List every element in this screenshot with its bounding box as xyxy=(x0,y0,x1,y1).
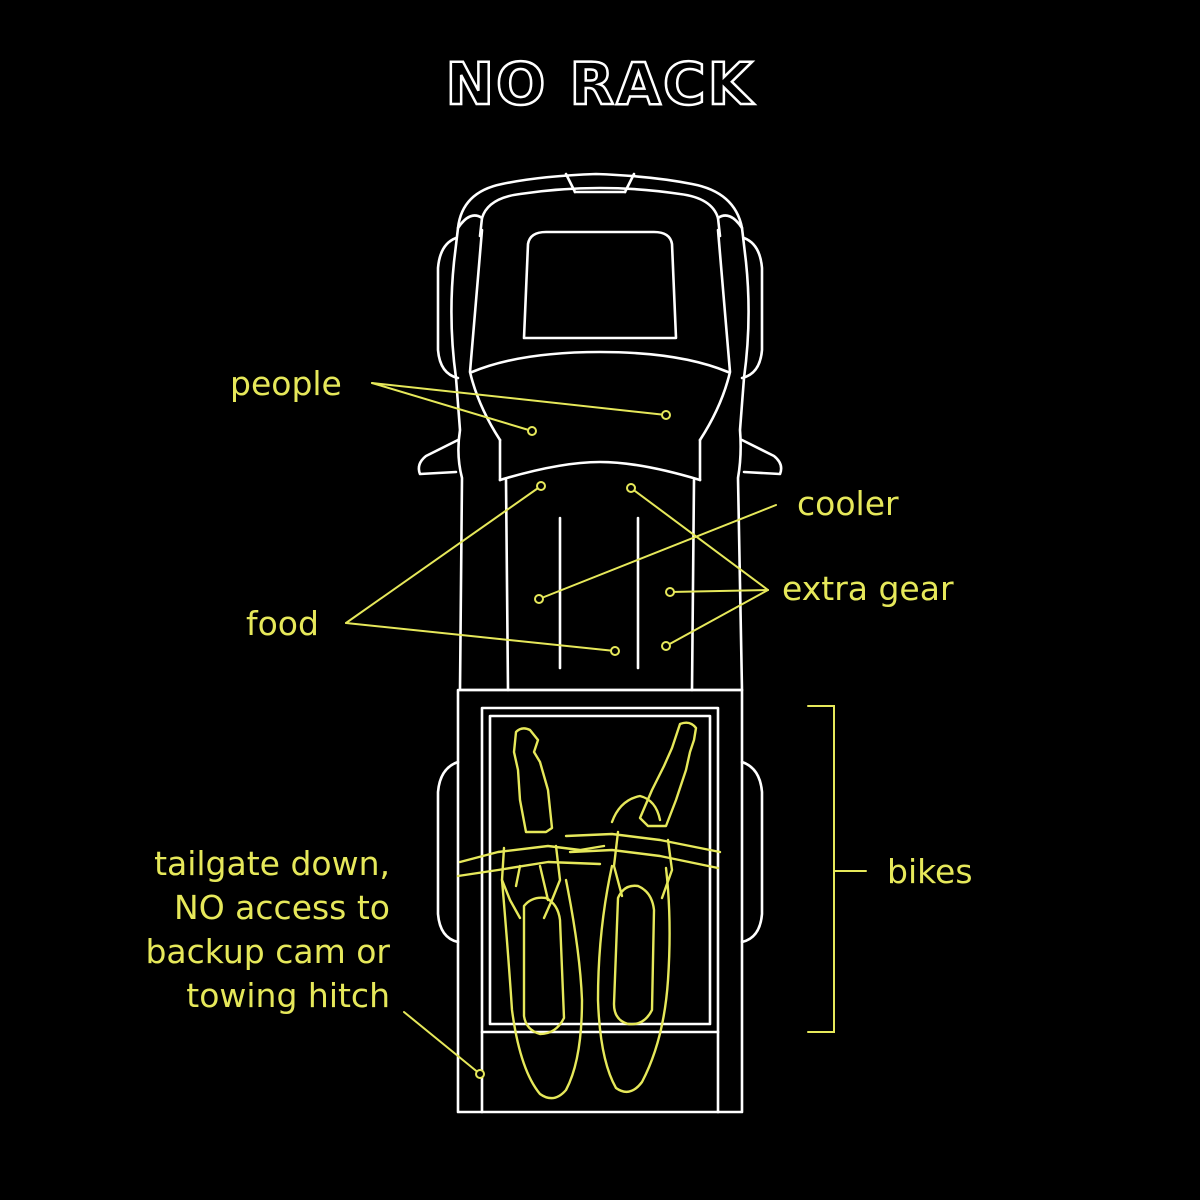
bike-left-forks xyxy=(500,844,562,920)
dirt-bike-icon xyxy=(456,721,722,1100)
label-bikes: bikes xyxy=(887,852,973,891)
hood-vent-left xyxy=(564,172,577,194)
truck-hood-inner xyxy=(480,186,720,220)
headlight-left xyxy=(456,214,484,238)
label-cooler: cooler xyxy=(797,484,899,523)
truck-bed-inner xyxy=(480,706,720,1034)
people-line-2 xyxy=(371,382,533,432)
headlight-right xyxy=(716,214,744,238)
bike-right-body xyxy=(596,864,671,1094)
bike-left-tank xyxy=(514,864,550,902)
page-title: NO RACK xyxy=(444,50,755,118)
front-fender-left xyxy=(436,236,460,380)
mirror-left xyxy=(417,438,460,476)
label-tailgate: tailgate down, NO access to backup cam o… xyxy=(88,842,390,1018)
truck-outline-icon xyxy=(417,172,783,1114)
food-line-2 xyxy=(345,622,616,652)
windshield xyxy=(522,230,678,340)
bikes-bracket xyxy=(807,705,867,1033)
bike-left-seat xyxy=(522,896,566,1036)
bike-right-forks xyxy=(612,830,674,900)
bike-right-tank xyxy=(610,794,662,824)
food-dot-2 xyxy=(610,646,620,656)
bike-right-seat xyxy=(612,884,656,1026)
mirror-right xyxy=(740,438,783,476)
cooler-line xyxy=(538,504,777,600)
rear-fender-right xyxy=(740,760,764,944)
cab-roof-front xyxy=(470,350,730,374)
extra-gear-dot-2 xyxy=(665,587,675,597)
tailgate-line-3: backup cam or xyxy=(145,932,390,971)
callouts xyxy=(345,382,867,1075)
rear-fender-left xyxy=(436,760,460,944)
extra-gear-line-2 xyxy=(669,589,769,593)
bike-left-body xyxy=(500,878,584,1100)
extra-gear-line-1 xyxy=(630,487,769,591)
extra-gear-dot-3 xyxy=(661,641,671,651)
label-food: food xyxy=(246,604,319,643)
people-line-1 xyxy=(371,382,667,416)
cab-rear-right-line xyxy=(690,478,696,692)
tailgate-line xyxy=(403,1011,481,1075)
a-pillar-left xyxy=(468,228,502,442)
people-dot-1 xyxy=(661,410,671,420)
front-fender-right xyxy=(740,236,764,380)
bike-left-handlebar xyxy=(456,844,606,878)
cooler-dot xyxy=(534,594,544,604)
callout-dots xyxy=(475,410,675,1079)
bike-right-handlebar xyxy=(564,832,722,870)
a-pillar-right xyxy=(698,228,732,442)
truck-bed-outer xyxy=(456,688,744,1114)
food-dot-1 xyxy=(536,481,546,491)
truck-bed-inner-2 xyxy=(488,714,712,1026)
cab-roof-rear xyxy=(498,460,702,482)
people-dot-2 xyxy=(527,426,537,436)
hood-vent-right xyxy=(623,172,636,194)
tailgate-line-1: tailgate down, xyxy=(154,844,390,883)
cab-rear-left-line xyxy=(504,478,510,692)
bike-left-front-fender xyxy=(512,727,554,834)
tailgate-dot xyxy=(475,1069,485,1079)
extra-gear-line-3 xyxy=(665,589,769,647)
tailgate-line-4: towing hitch xyxy=(186,976,390,1015)
extra-gear-dot-1 xyxy=(626,483,636,493)
truck-front-body xyxy=(450,172,750,692)
label-extra-gear: extra gear xyxy=(782,569,954,608)
food-line-1 xyxy=(345,485,542,624)
label-people: people xyxy=(230,364,342,403)
bike-right-front-fender xyxy=(638,721,698,828)
tailgate-line-2: NO access to xyxy=(174,888,390,927)
